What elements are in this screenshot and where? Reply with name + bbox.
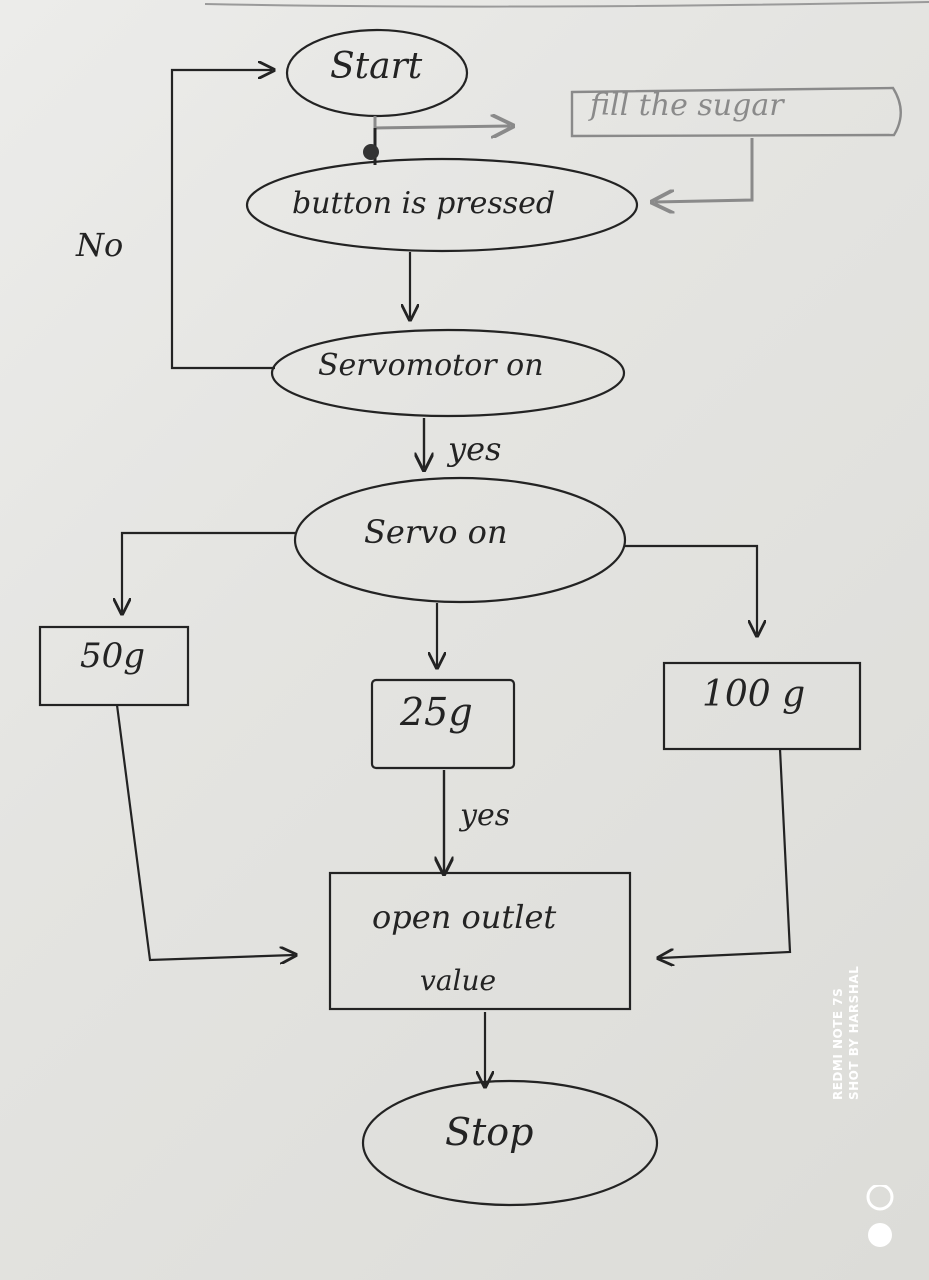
open-outlet-label-line2: value bbox=[420, 964, 497, 997]
start-label: Start bbox=[330, 46, 423, 87]
button-pressed-oval bbox=[245, 157, 639, 253]
start-to-fill-arrow bbox=[373, 116, 510, 128]
yes-edge-label-25g: yes bbox=[460, 798, 511, 833]
fill-sugar-label: fill the sugar bbox=[590, 88, 784, 123]
stop-oval bbox=[361, 1079, 659, 1207]
25g-label: 25g bbox=[400, 690, 473, 734]
junction-dot bbox=[363, 144, 379, 160]
servomotor-on-label: Servomotor on bbox=[318, 348, 544, 383]
box-100g bbox=[662, 661, 862, 751]
no-edge-label: No bbox=[76, 226, 124, 264]
camera-watermark: REDMI NOTE 7S SHOT BY HARSHAL bbox=[830, 950, 862, 1100]
servomotor-on-oval bbox=[270, 328, 626, 418]
50g-to-outlet-arrow bbox=[115, 704, 294, 960]
servo-on-oval bbox=[293, 476, 627, 604]
100g-label: 100 g bbox=[702, 674, 806, 715]
servo-to-50g-arrow bbox=[122, 531, 296, 612]
100g-to-outlet-arrow bbox=[660, 748, 792, 958]
button-pressed-label: button is pressed bbox=[292, 186, 556, 221]
start-oval bbox=[285, 28, 469, 118]
box-25g bbox=[370, 678, 516, 770]
servo-on-label: Servo on bbox=[364, 513, 508, 551]
50g-label: 50g bbox=[80, 636, 146, 676]
stop-label: Stop bbox=[445, 1110, 534, 1154]
watermark-line2: SHOT BY HARSHAL bbox=[847, 965, 861, 1100]
servo-to-100g-arrow bbox=[624, 544, 757, 634]
open-outlet-label: open outlet bbox=[372, 898, 557, 936]
watermark-line1: REDMI NOTE 7S bbox=[831, 987, 845, 1100]
no-loop-arrow bbox=[170, 70, 275, 370]
yes-edge-label-servo: yes bbox=[448, 430, 502, 468]
fill-to-button-arrow bbox=[655, 138, 754, 202]
box-50g bbox=[38, 625, 190, 707]
fill-sugar-box bbox=[570, 86, 902, 138]
watermark-camera-icon bbox=[866, 1185, 894, 1247]
open-outlet-box bbox=[328, 871, 632, 1011]
paper-edge-line bbox=[204, 1, 929, 8]
